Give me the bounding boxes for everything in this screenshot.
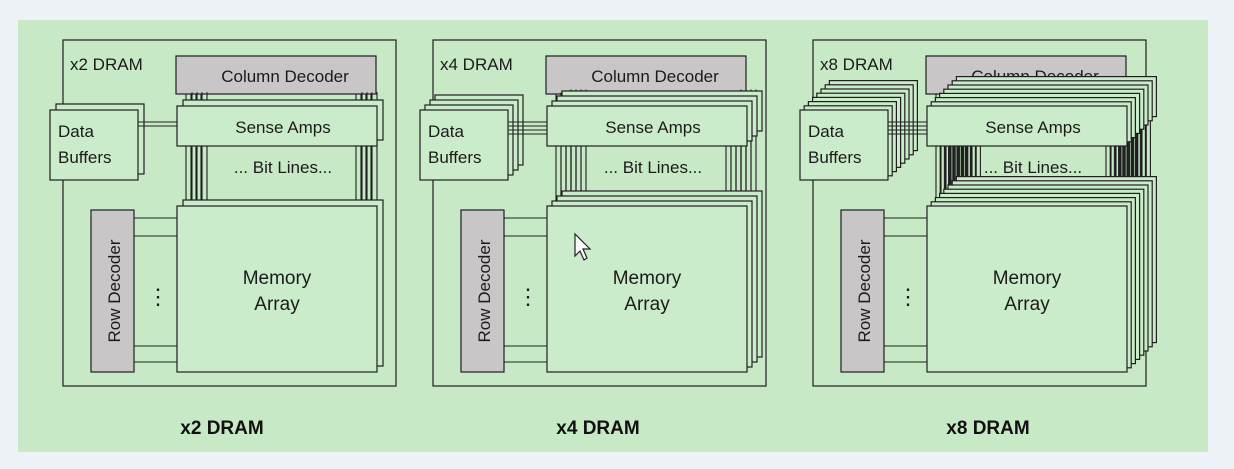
mouse-cursor-icon	[574, 232, 592, 261]
dram-chip-frame	[432, 39, 767, 387]
chip-title: x4 DRAM	[440, 55, 513, 74]
bit-lines-label: ... Bit Lines...	[984, 158, 1082, 177]
data-buffers-box	[419, 109, 509, 181]
column-decoder-box	[545, 55, 747, 95]
memory-array-label: Array	[254, 294, 300, 315]
row-decoder-box	[840, 209, 885, 373]
data-buffers-label: Buffers	[808, 148, 862, 167]
column-decoder-box	[175, 55, 377, 95]
data-buffers-label: Data	[808, 122, 844, 141]
data-buffers-label: Data	[428, 122, 464, 141]
row-dots-label: ⋮	[897, 284, 919, 309]
diagram-caption: x4 DRAM	[556, 418, 639, 439]
data-buffers-label: Buffers	[428, 148, 482, 167]
row-decoder-label: Row Decoder	[855, 239, 874, 342]
memory-array-label: Array	[624, 294, 670, 315]
diagram-caption: x8 DRAM	[946, 418, 1029, 439]
sense-amps-label: Sense Amps	[235, 118, 330, 137]
chip-title: x2 DRAM	[70, 55, 143, 74]
sense-amps-box	[926, 105, 1128, 147]
row-decoder-box	[460, 209, 505, 373]
dram-chip-frame	[62, 39, 397, 387]
data-buffers-label: Buffers	[58, 148, 112, 167]
memory-array-label: Memory	[613, 268, 682, 289]
memory-array-label: Memory	[243, 268, 312, 289]
memory-array-box	[176, 205, 378, 373]
row-decoder-label: Row Decoder	[105, 239, 124, 342]
row-decoder-box	[90, 209, 135, 373]
column-decoder-label: Column Decoder	[591, 67, 719, 86]
row-dots-label: ⋮	[517, 284, 539, 309]
data-buffers-box	[799, 109, 889, 181]
memory-array-box	[926, 205, 1128, 373]
chip-title: x8 DRAM	[820, 55, 893, 74]
sense-amps-label: Sense Amps	[605, 118, 700, 137]
diagram-caption: x2 DRAM	[180, 418, 263, 439]
bit-lines-label: ... Bit Lines...	[234, 158, 332, 177]
bit-lines-label: ... Bit Lines...	[604, 158, 702, 177]
sense-amps-label: Sense Amps	[985, 118, 1080, 137]
data-buffers-box	[49, 109, 139, 181]
row-dots-label: ⋮	[147, 284, 169, 309]
memory-array-box	[546, 205, 748, 373]
memory-array-label: Array	[1004, 294, 1050, 315]
sense-amps-box	[176, 105, 378, 147]
row-decoder-label: Row Decoder	[475, 239, 494, 342]
memory-array-label: Memory	[993, 268, 1062, 289]
data-buffers-label: Data	[58, 122, 94, 141]
column-decoder-label: Column Decoder	[221, 67, 349, 86]
